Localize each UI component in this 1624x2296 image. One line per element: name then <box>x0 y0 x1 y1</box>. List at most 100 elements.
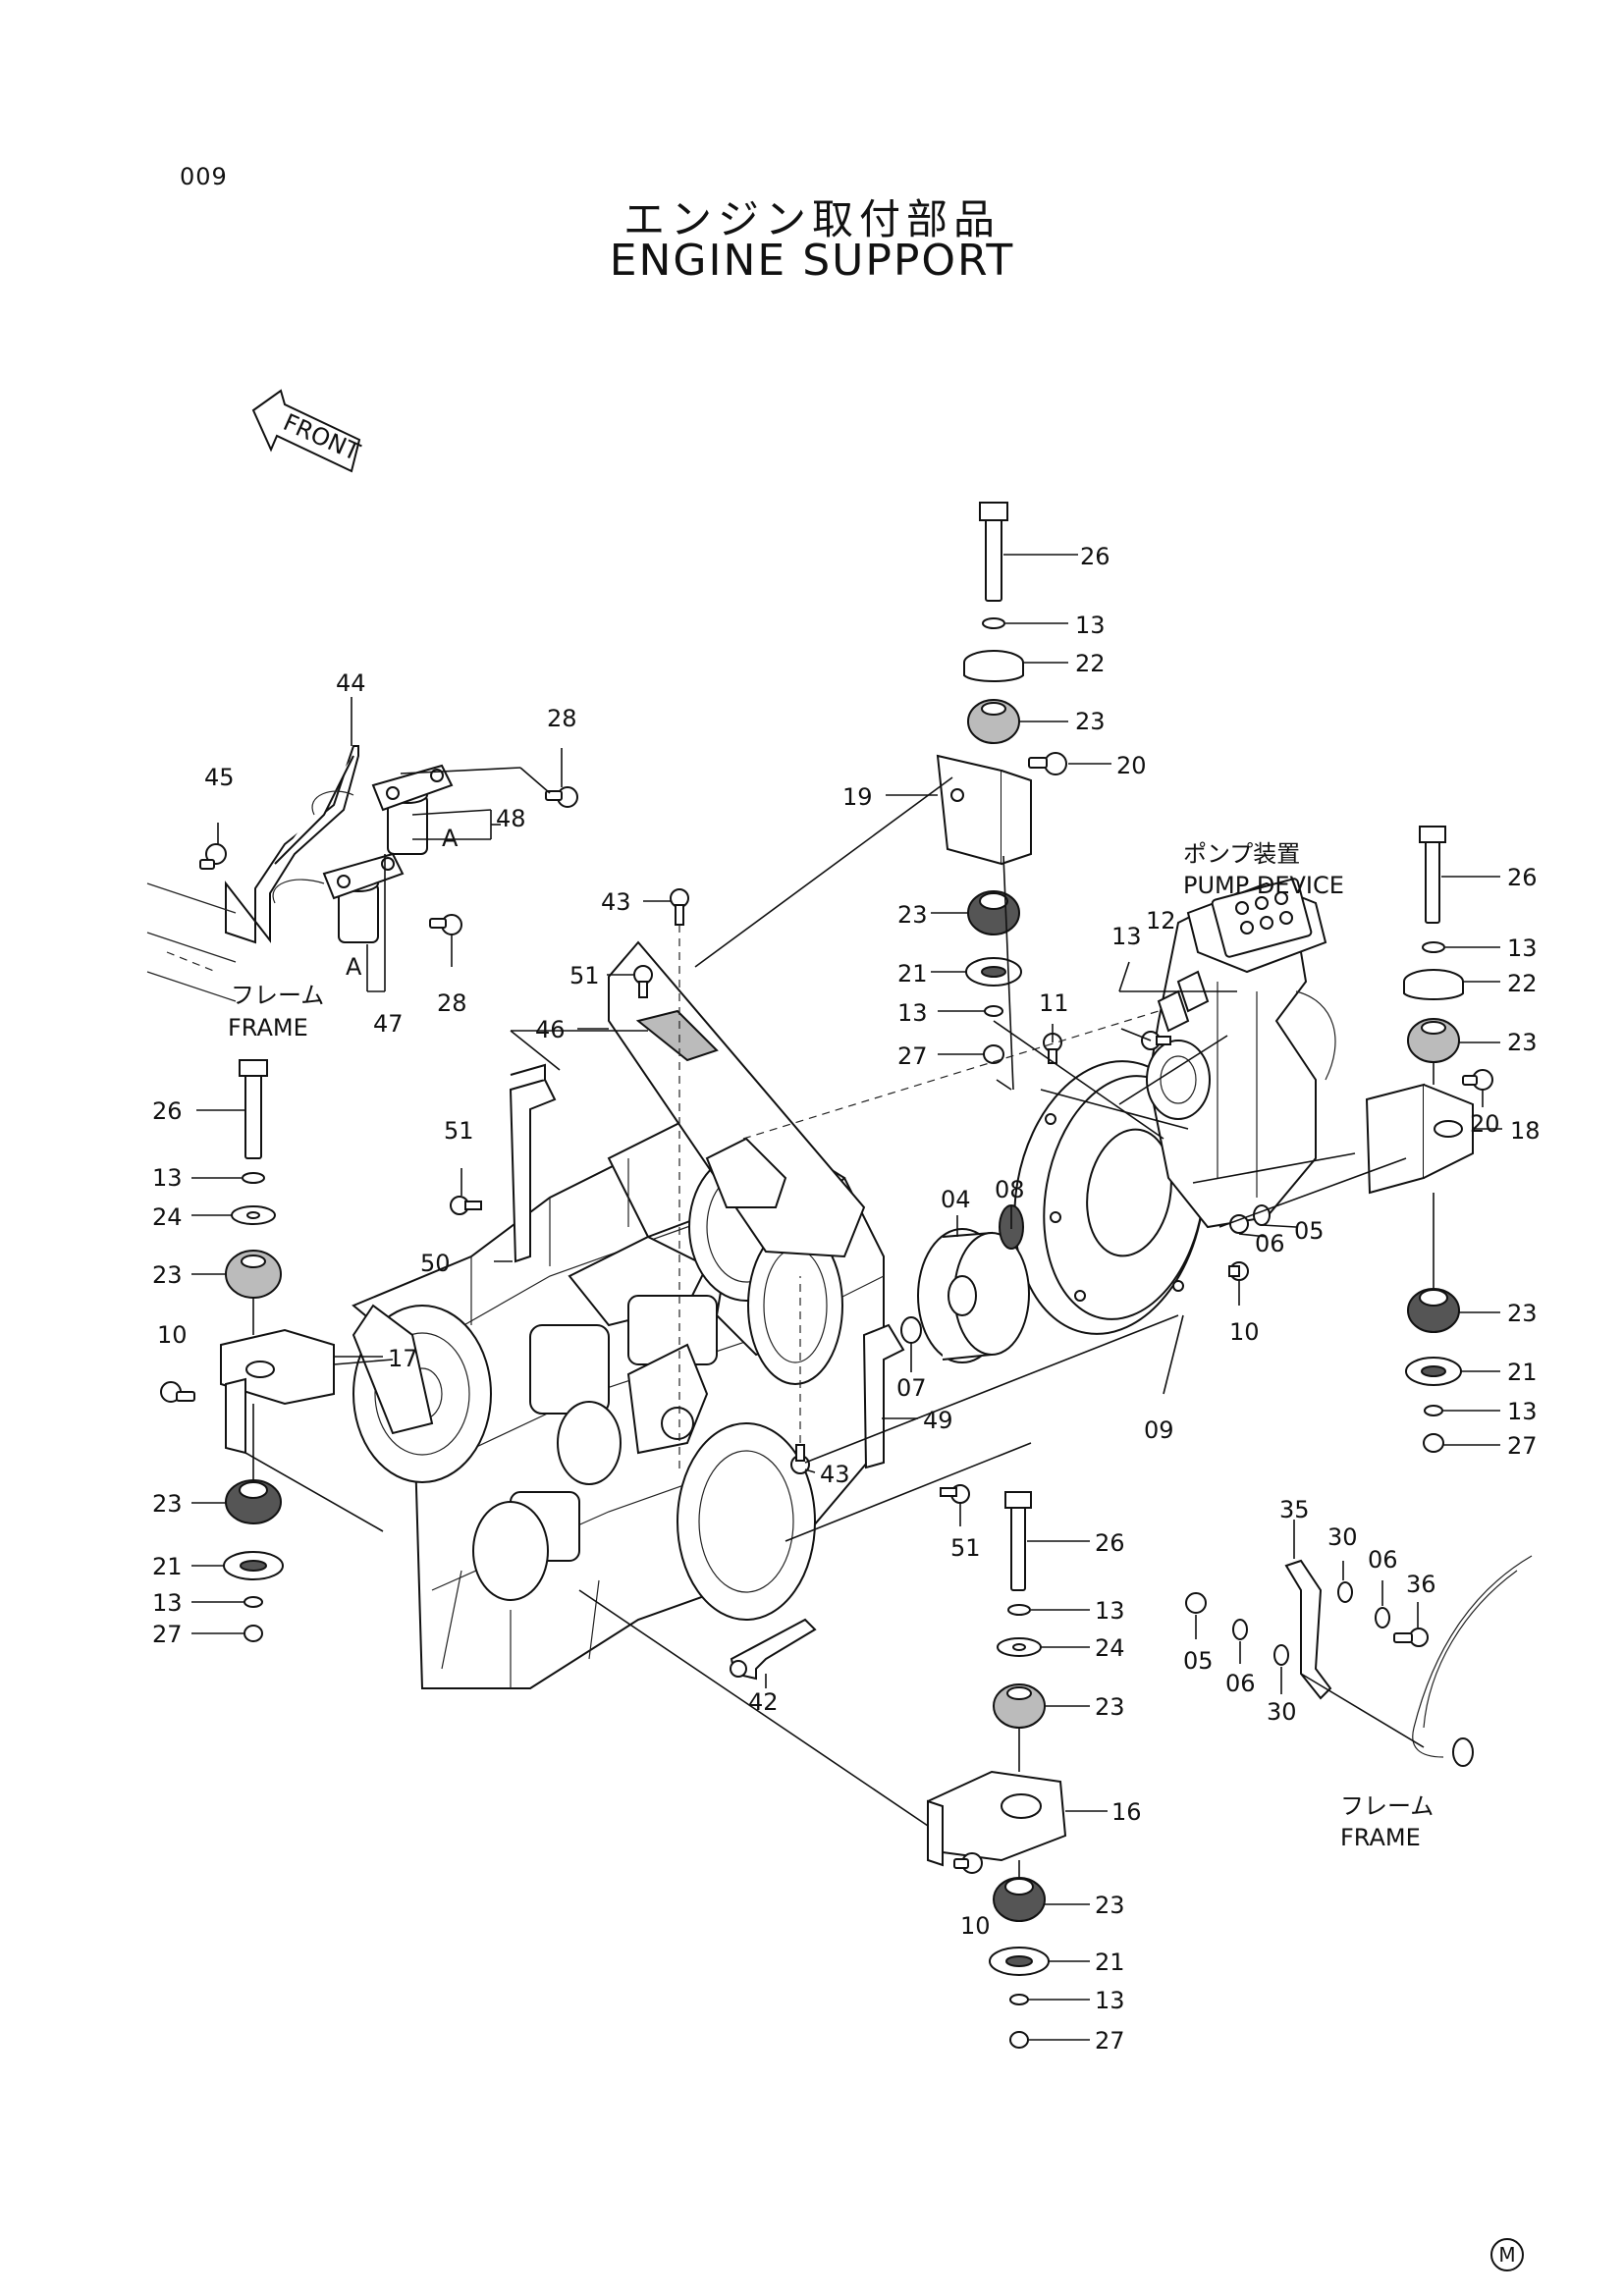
bracket-42 <box>730 1618 817 1681</box>
leader-lines <box>191 554 1502 2041</box>
pump-device-label-jp: ポンプ装置 <box>1183 840 1300 868</box>
callout: 05 <box>1183 1647 1214 1675</box>
callout: 47 <box>373 1010 404 1038</box>
callout: 17 <box>388 1345 418 1372</box>
callout: 21 <box>897 960 928 988</box>
callout: 11 <box>1039 989 1069 1017</box>
callout: 43 <box>601 888 631 916</box>
corner-mark: M <box>1490 2238 1524 2271</box>
callout: 13 <box>152 1164 183 1192</box>
frame-label-right: FRAME <box>1340 1824 1421 1851</box>
callout: 10 <box>960 1912 991 1940</box>
callout: 51 <box>444 1117 474 1145</box>
callout: 13 <box>897 999 928 1027</box>
callout: 36 <box>1406 1571 1436 1598</box>
callout: 42 <box>748 1688 779 1716</box>
ring-07 <box>900 1316 922 1344</box>
callout: 43 <box>820 1461 850 1488</box>
callout: 10 <box>157 1321 188 1349</box>
callout: 23 <box>152 1490 183 1518</box>
callout: 23 <box>1507 1029 1538 1056</box>
callout: 08 <box>995 1176 1025 1203</box>
mount-stack-left <box>160 1059 335 1642</box>
callout: 06 <box>1225 1670 1256 1697</box>
view-mark-a-upper: A <box>442 825 459 852</box>
callout: 19 <box>842 783 873 811</box>
callout: 09 <box>1144 1416 1174 1444</box>
callout: 07 <box>896 1374 927 1402</box>
callout: 13 <box>1507 934 1538 962</box>
callout: 49 <box>923 1407 953 1434</box>
callout: 10 <box>1229 1318 1260 1346</box>
callout: 21 <box>1095 1949 1125 1976</box>
callout: 06 <box>1368 1546 1398 1574</box>
callout: 26 <box>152 1097 183 1125</box>
callout: 30 <box>1327 1523 1358 1551</box>
mount-stack-bottom-center <box>927 1491 1067 2049</box>
pump-device <box>1146 878 1336 1229</box>
callout: 13 <box>1095 1597 1125 1625</box>
callout: 24 <box>152 1203 183 1231</box>
bracket-49 <box>862 1323 905 1469</box>
front-arrow-icon: FRONT <box>251 389 364 473</box>
callout: 30 <box>1267 1698 1297 1726</box>
callout: 13 <box>1095 1987 1125 2014</box>
callout: 21 <box>152 1553 183 1580</box>
page-number: 009 <box>180 163 228 190</box>
callout: 50 <box>420 1250 451 1277</box>
stay-bracket-assembly <box>1185 1555 1533 1767</box>
callout: 22 <box>1507 970 1538 997</box>
callout: 21 <box>1507 1359 1538 1386</box>
mount-stack-top-center <box>936 502 1067 1064</box>
callout: 13 <box>1507 1398 1538 1425</box>
callout: 23 <box>1095 1892 1125 1919</box>
callout: 27 <box>152 1621 183 1648</box>
callout: 23 <box>897 901 928 929</box>
mount-stack-right <box>1365 826 1493 1453</box>
callout: 44 <box>336 669 366 697</box>
fuel-filter-assembly <box>146 745 578 1002</box>
callout: 23 <box>1507 1300 1538 1327</box>
callout: 26 <box>1080 543 1110 570</box>
callout: 51 <box>950 1534 981 1562</box>
callout: 13 <box>1075 612 1106 639</box>
callout: 28 <box>547 705 577 732</box>
pump-device-label: PUMP DEVICE <box>1183 872 1344 899</box>
callout: 23 <box>1095 1693 1125 1721</box>
page-title-japanese: エンジン取付部品 <box>623 195 1001 243</box>
cover-plate-46 <box>608 940 866 1258</box>
callout: 46 <box>535 1016 566 1043</box>
callout: 48 <box>496 805 526 832</box>
callout: 13 <box>152 1589 183 1617</box>
callout: 26 <box>1095 1529 1125 1557</box>
bracket-50 <box>509 1063 557 1263</box>
callout: 51 <box>569 962 600 989</box>
callout: 20 <box>1470 1110 1500 1138</box>
frame-label-right-jp: フレーム <box>1340 1792 1434 1820</box>
callout: 23 <box>152 1261 183 1289</box>
callout: 05 <box>1294 1217 1325 1245</box>
callout: 23 <box>1075 708 1106 735</box>
callout: 28 <box>437 989 467 1017</box>
flywheel-housing <box>1013 1060 1206 1335</box>
callout: 26 <box>1507 864 1538 891</box>
callout: 27 <box>1507 1432 1538 1460</box>
callout: 45 <box>204 764 235 791</box>
callout-numbers: 26 13 22 23 20 19 23 21 13 27 11 43 51 4… <box>152 543 1541 2055</box>
callout: 13 <box>1111 923 1142 950</box>
callout: 04 <box>941 1186 971 1213</box>
engine-block <box>352 1117 885 1689</box>
coupling <box>917 1228 1030 1363</box>
callout: 27 <box>1095 2027 1125 2055</box>
callout: 16 <box>1111 1798 1142 1826</box>
callout: 20 <box>1116 752 1147 779</box>
frame-label-left: FRAME <box>228 1014 308 1041</box>
view-mark-a-lower: A <box>346 953 362 981</box>
callout: 22 <box>1075 650 1106 677</box>
callout: 12 <box>1146 907 1176 934</box>
page-title: ENGINE SUPPORT <box>609 236 1015 286</box>
callout: 35 <box>1279 1496 1310 1523</box>
callout: 24 <box>1095 1634 1125 1662</box>
frame-label-left-jp: フレーム <box>231 982 324 1009</box>
